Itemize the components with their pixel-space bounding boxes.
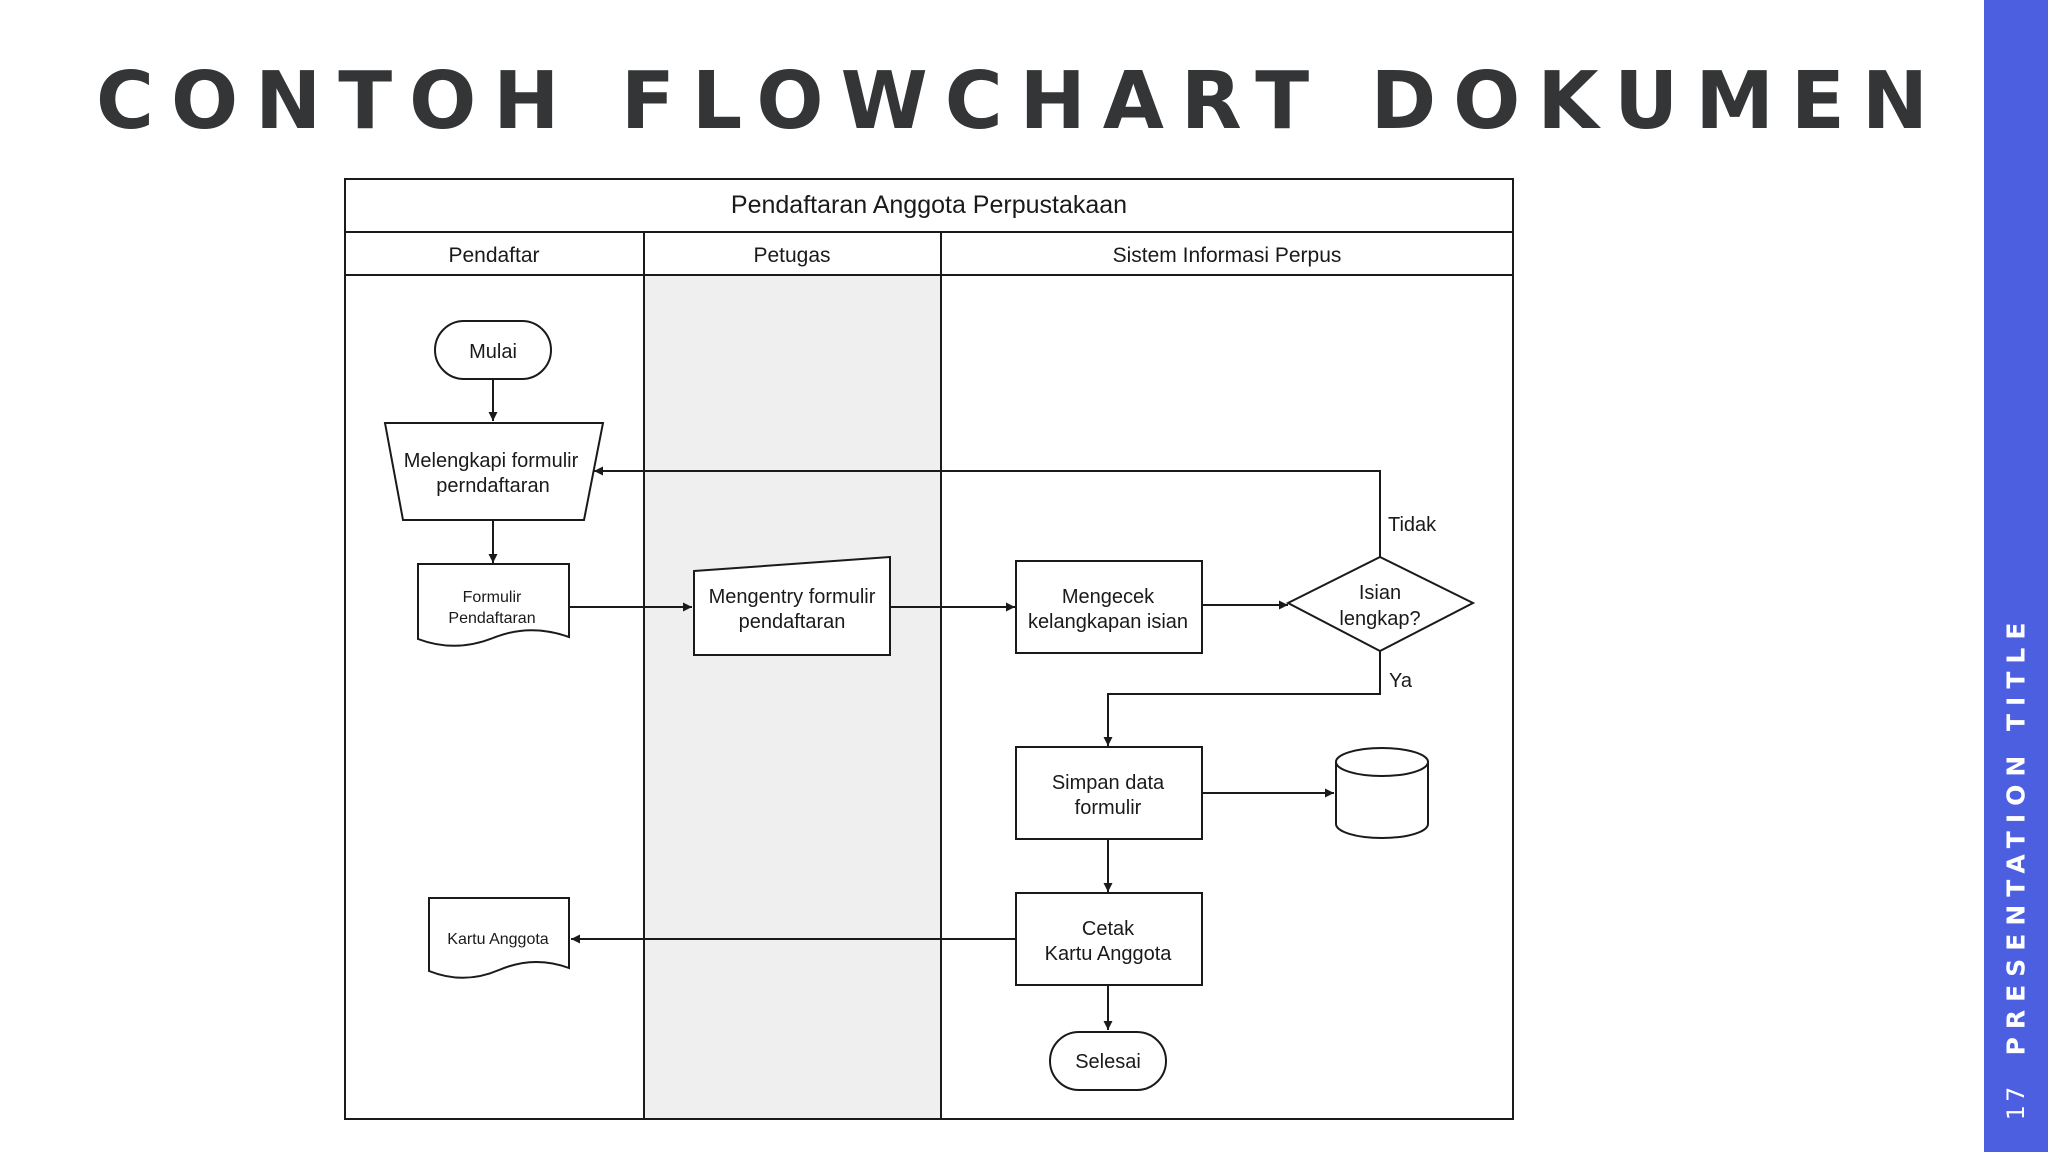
node-mengecek-label-2: kelangkapan isian bbox=[1028, 611, 1188, 633]
node-mulai-label: Mulai bbox=[469, 341, 517, 363]
node-decision-isian-lengkap bbox=[1285, 555, 1476, 653]
edge-label-tidak: Tidak bbox=[1388, 514, 1437, 536]
node-melengkapi-formulir bbox=[383, 422, 605, 521]
node-decision-label-2: lengkap? bbox=[1339, 608, 1420, 630]
node-decision-label-1: Isian bbox=[1359, 582, 1401, 604]
node-melengkapi-label-2: perndaftaran bbox=[436, 475, 549, 497]
node-formulir-pendaftaran bbox=[417, 563, 570, 647]
edge-label-ya: Ya bbox=[1389, 670, 1413, 692]
node-simpan-label-2: formulir bbox=[1075, 797, 1142, 819]
node-kartu-label: Kartu Anggota bbox=[447, 931, 549, 948]
edge-decision-tidak-loop bbox=[594, 466, 1381, 557]
node-mengentry-formulir bbox=[693, 555, 891, 656]
lane-header-pendaftar: Pendaftar bbox=[448, 244, 539, 267]
node-mengentry-label-2: pendaftaran bbox=[739, 611, 846, 633]
node-mengecek bbox=[1015, 560, 1203, 654]
node-melengkapi-label-1: Melengkapi formulir bbox=[404, 450, 579, 472]
node-simpan-label-1: Simpan data bbox=[1052, 772, 1165, 794]
lane-header-sistem: Sistem Informasi Perpus bbox=[1113, 244, 1342, 267]
node-cetak-label-1: Cetak bbox=[1082, 918, 1135, 940]
node-cetak-label-2: Kartu Anggota bbox=[1045, 943, 1173, 965]
presentation-title: PRESENTATION TITLE bbox=[2001, 614, 2031, 1056]
node-selesai-label: Selesai bbox=[1075, 1051, 1141, 1073]
slide-title: CONTOH FLOWCHART DOKUMEN bbox=[96, 55, 1946, 147]
node-formulir-label-2: Pendaftaran bbox=[448, 610, 535, 627]
node-simpan-data bbox=[1015, 746, 1203, 840]
node-cetak-kartu bbox=[1015, 892, 1203, 986]
node-database bbox=[1335, 747, 1429, 839]
swimlane-frame bbox=[344, 178, 1514, 1120]
page-number: 17 bbox=[2002, 1083, 2030, 1121]
side-accent-bar bbox=[1984, 0, 2048, 1152]
node-mengentry-label-1: Mengentry formulir bbox=[709, 586, 876, 608]
node-kartu-anggota bbox=[428, 897, 570, 979]
diagram-title: Pendaftaran Anggota Perpustakaan bbox=[731, 191, 1127, 219]
edge-decision-ya-to-simpan bbox=[1103, 651, 1381, 746]
lane-header-petugas: Petugas bbox=[753, 244, 830, 267]
node-formulir-label-1: Formulir bbox=[463, 589, 522, 606]
connectors bbox=[488, 379, 1381, 1030]
lane-petugas-background bbox=[644, 275, 941, 1119]
node-mengecek-label-1: Mengecek bbox=[1062, 586, 1155, 608]
node-mulai bbox=[434, 320, 552, 380]
node-selesai bbox=[1049, 1031, 1167, 1091]
